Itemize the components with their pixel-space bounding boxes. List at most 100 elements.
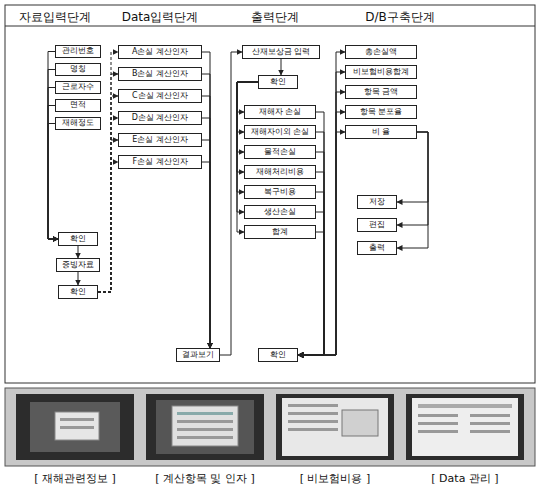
flow-connector — [202, 74, 210, 348]
box-text: 편집 — [369, 221, 385, 230]
output-item-box: 재해자 손실 — [244, 105, 316, 119]
decision-check-box: 확인 — [258, 75, 298, 89]
box-text: 관리번호 — [62, 47, 94, 56]
box-text: 항목 분포율 — [360, 108, 403, 117]
box-text: 확인 — [70, 235, 86, 244]
box-text: 합계 — [272, 228, 288, 237]
flow-connector — [202, 140, 210, 348]
db-item-box: 총손실액 — [345, 45, 417, 59]
box-text: 재해자이외 손실 — [251, 128, 310, 137]
box-text: 저장 — [369, 198, 385, 207]
box-text: 결과보기 — [182, 351, 214, 360]
factor-box: D손실 계산인자 — [118, 111, 202, 125]
db-item-box: 비 율 — [345, 125, 417, 139]
flow-connector — [48, 52, 58, 240]
box-text: 명칭 — [70, 65, 86, 74]
input-field-box: 재해정도 — [55, 117, 101, 130]
flow-connector — [298, 172, 324, 355]
flow-connector — [98, 140, 118, 292]
flow-connector — [397, 132, 428, 225]
screenshot — [146, 394, 264, 460]
flow-connector — [397, 132, 428, 202]
box-text: 물적손실 — [264, 148, 296, 157]
box-text: 생산손실 — [264, 208, 296, 217]
output-item-box: 재해자이외 손실 — [244, 125, 316, 139]
decision-check-box: 확인 — [258, 348, 298, 362]
stage-heading: 출력단계 — [251, 9, 299, 26]
input-field-box: 근로자수 — [55, 81, 101, 94]
factor-box: E손실 계산인자 — [118, 133, 202, 147]
box-text: 근로자수 — [62, 83, 94, 92]
input-box: 산재보상금 입력 — [242, 45, 320, 59]
box-text: A손실 계산인자 — [132, 48, 188, 57]
flow-connector — [48, 70, 58, 240]
flow-connector — [98, 118, 118, 292]
box-text: 재해정도 — [62, 119, 94, 128]
db-action-box: 저장 — [357, 195, 397, 209]
box-text: 항목 금액 — [364, 88, 399, 97]
decision-check-box: 확인 — [58, 232, 98, 246]
output-item-box: 생산손실 — [244, 205, 316, 219]
box-text: 확인 — [70, 288, 86, 297]
factor-box: A손실 계산인자 — [118, 45, 202, 59]
input-field-box: 면적 — [55, 99, 101, 112]
output-item-box: 재해처리비용 — [244, 165, 316, 179]
flow-connector — [281, 59, 282, 75]
input-field-box: 관리번호 — [55, 45, 101, 58]
flow-connector — [202, 52, 210, 348]
screenshot — [406, 394, 524, 460]
box-text: 증빙자료 — [62, 261, 94, 270]
box-text: 비보험비용합계 — [353, 68, 409, 77]
factor-box: B손실 계산인자 — [118, 67, 202, 81]
box-text: 비 율 — [372, 128, 391, 137]
db-action-box: 출력 — [357, 241, 397, 255]
box-text: E손실 계산인자 — [132, 136, 188, 145]
box-text: C손실 계산인자 — [132, 92, 188, 101]
box-text: B손실 계산인자 — [132, 70, 188, 79]
box-text: 확인 — [270, 351, 286, 360]
screenshot-caption: [ Data 관리 ] — [431, 471, 498, 486]
box-text: F손실 계산인자 — [132, 158, 187, 167]
stage-heading: Data입력단계 — [122, 9, 199, 26]
box-text: 산재보상금 입력 — [252, 48, 311, 57]
box-text: 확인 — [270, 78, 286, 87]
flow-connector — [220, 52, 242, 355]
screenshot — [276, 394, 394, 460]
flow-connector — [48, 124, 58, 240]
flow-connector — [78, 246, 79, 258]
screenshot-caption: [ 재해관련정보 ] — [34, 471, 116, 486]
screenshot — [16, 394, 134, 460]
flow-connector — [78, 272, 79, 285]
flow-connector — [298, 152, 324, 355]
stage-heading: D/B구축단계 — [365, 9, 435, 26]
flow-connector — [98, 74, 118, 292]
db-item-box: 항목 금액 — [345, 85, 417, 99]
flow-connector — [202, 118, 210, 348]
box-text: 복구비용 — [264, 188, 296, 197]
db-item-box: 항목 분포율 — [345, 105, 417, 119]
flow-connector — [98, 162, 118, 292]
flow-connector — [98, 96, 118, 292]
flow-connector — [397, 132, 428, 248]
box-text: D손실 계산인자 — [132, 114, 189, 123]
screenshot-caption: [ 계산항목 및 인자 ] — [155, 471, 255, 486]
flow-connector — [298, 232, 324, 355]
box-text: 총손실액 — [365, 48, 397, 57]
flow-connector — [98, 52, 118, 292]
input-field-box: 명칭 — [55, 63, 101, 76]
stage-heading: 자료입력단계 — [19, 9, 91, 26]
flow-connector — [298, 52, 345, 355]
box-text: 재해자 손실 — [259, 108, 302, 117]
decision-check-box: 확인 — [58, 285, 98, 299]
factor-box: F손실 계산인자 — [118, 155, 202, 169]
output-item-box: 복구비용 — [244, 185, 316, 199]
db-item-box: 비보험비용합계 — [345, 65, 417, 79]
result-box: 결과보기 — [176, 348, 220, 362]
flow-connector — [202, 96, 210, 348]
factor-box: C손실 계산인자 — [118, 89, 202, 103]
output-item-box: 물적손실 — [244, 145, 316, 159]
box-text: 면적 — [70, 101, 86, 110]
box-text: 출력 — [369, 244, 385, 253]
box-text: 재해처리비용 — [256, 168, 304, 177]
